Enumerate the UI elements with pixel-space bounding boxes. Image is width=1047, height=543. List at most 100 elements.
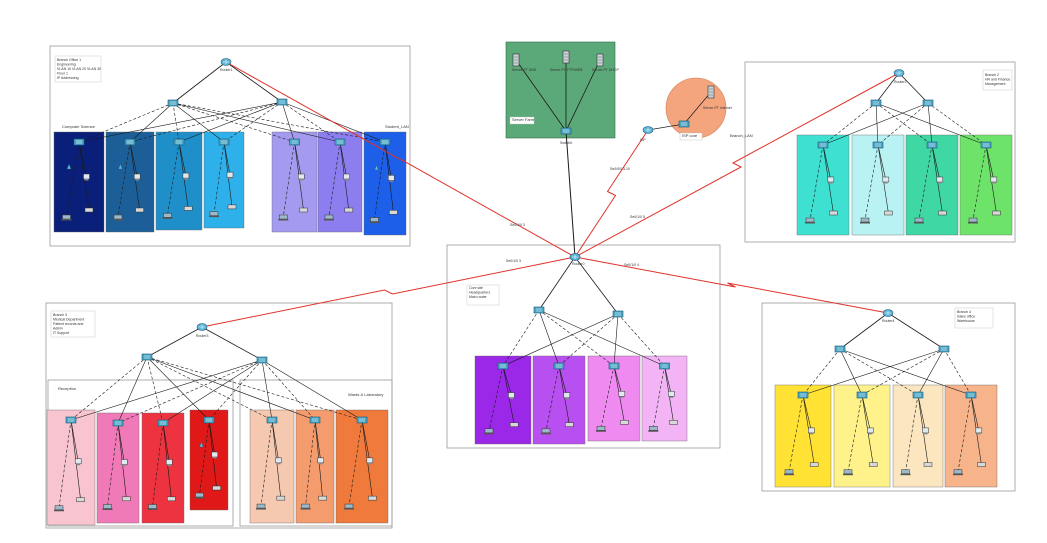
wan-link-isp [574,129,649,258]
branch-nw-router-glyph [223,60,229,64]
wan-label-nw: Se0/1/0 3 [510,223,525,227]
vlan-nw-7-laptop [370,217,379,222]
note-line: IT Support [53,331,69,335]
vlan-se-2-laptop-base [843,473,853,476]
branch-sw-trunk-1-5 [146,356,273,421]
vlan-ne-2-switch-glyph [875,143,881,147]
core-note-box [466,284,500,306]
vlan-core-4-printer [669,420,678,425]
core-lan-dist-switch-1 [533,306,545,314]
branch-nw-trunk-1-3 [172,102,180,143]
vlan-sw-5-laptop-base [256,508,266,510]
branch-sw-dist-switch-1-glyph [144,355,150,359]
note-line: Headquarters [469,291,490,295]
vlan-core-3-pc [618,391,626,397]
vlan-sw-4-ap [199,441,204,448]
vlan-sw-3-pc [166,459,173,465]
vlan-se-3-cable-pc [917,394,926,431]
branch-nw-trunk-2-3 [178,101,283,143]
nodes-layer [54,50,1001,512]
vlan-core-4-cable-laptop [652,365,665,429]
vlan-nw-2-cable-pc [129,141,138,178]
vlan-ne-1-cable-pc [822,144,832,181]
branch-sw-trunk-2-6 [261,359,316,421]
branch-nw-trunk-1-5 [172,102,295,143]
note-line: Patient records and [53,322,83,326]
vlan-sw-5-laptop [256,503,266,509]
vlan-nw-1-cable-pc [78,141,87,178]
vlan-se-2-printer [868,462,878,467]
vlan-nw-1-laptop-base [61,219,72,221]
vlan-core-4-pc-base [669,396,674,398]
wan-label-se: Se0/1/0 4 [624,263,639,267]
vlan-nw-6-pc [343,173,350,180]
branch-se-trunk-1-4 [839,348,972,396]
wan-link-se [574,256,889,314]
vlan-core-1-cable-pc [502,365,512,396]
vlan-sw-7-laptop-base [344,508,354,510]
vlan-nw-2-switch [124,138,136,146]
vlan-nw-5-switch-glyph [291,140,298,144]
vlan-sw-2-switch-glyph [115,421,121,425]
branch-nw-trunk-2-2 [129,101,283,143]
vlan-nw-2-laptop [113,214,123,220]
vlan-core-2-laptop-base [541,432,551,435]
core-lan-trunk-1-1 [502,309,540,367]
core-lan-trunk-1-2 [538,309,560,367]
vlan-nw-2-panel [105,131,155,233]
vlan-ne-2-switch [872,141,884,149]
branch-se-dist-switch-2-glyph [941,347,947,351]
vlan-tag-ne: Branch_LAN [730,133,753,138]
vlan-nw-4-pc [226,171,234,178]
branch-sw-trunk-2-1 [70,359,263,421]
branch-se-dist-switch-1-glyph [837,347,843,351]
branch-sw-uplink-1 [146,326,203,358]
branch-note-box-ne [982,69,1013,91]
vlan-sw-2-switch [112,419,124,427]
vlan-ne-1-pc [827,176,835,183]
vlan-ne-4-switch [980,141,992,149]
vlan-ne-1-switch-glyph [820,143,826,147]
vlan-nw-6-switch [334,138,346,146]
vlan-sw-1-switch-glyph [68,418,74,422]
isp-router-glyph [645,128,651,132]
vlan-nw-2-printer [135,207,144,213]
branch-frame-nw [49,45,411,247]
vlan-nw-1-cable-laptop [66,141,80,218]
vlan-core-1-pc-base [509,397,514,400]
branch-frame-ne [744,61,1016,243]
branch-nw-dist-switch-1 [167,99,179,107]
branch-se-uplink-1 [839,312,889,350]
vlan-nw-4-pc-base [228,177,232,179]
vlan-nw-1-pc-base [84,179,89,181]
note-line: Branch 3 [53,313,67,317]
branch-sw-trunk-2-4 [208,359,263,421]
vlan-nw-7-cable-laptop [374,141,386,220]
note-line: Admin [53,327,63,331]
vlan-sw-7-cable-pc [361,419,371,461]
vlan-sw-6-switch [309,416,321,424]
branch-nw-dist-switch-2 [276,98,288,106]
vlan-core-4-laptop [649,426,658,431]
router-label-isp: ISP [640,138,646,142]
vlan-core-2-panel [532,355,586,445]
vlan-ne-4-printer [992,210,1001,216]
vlan-ne-4-laptop [968,217,978,223]
vlan-se-3-laptop-base [900,473,911,476]
branch-nw-trunk-1-1 [78,102,174,143]
vlan-ne-2-cable-pc [877,144,887,181]
branch-sw-dist-switch-1 [141,353,153,361]
server-label-dns: Server-PT DNS [512,68,537,72]
vlan-sw-4-switch [203,416,215,424]
vlan-nw-5-cable-pc [294,141,302,178]
vlan-sw-1-laptop [54,505,64,510]
vlan-ne-4-cable-laptop [972,144,987,221]
text-layer: Se0/1/0 3 Se0/1/0 5 Se0/0/0 3.10 Se0/1/0… [58,68,907,397]
branch-ne-dist-switch-2-glyph [925,101,931,105]
vlan-nw-6-cable-pc [339,141,347,178]
vlan-core-4-switch [659,362,670,370]
vlan-ne-1-switch [817,141,829,149]
branch-se-trunk-2-2 [861,348,945,396]
vlan-ne-4-cable-pc [985,144,995,181]
vlan-sw-7-pc [366,457,374,464]
